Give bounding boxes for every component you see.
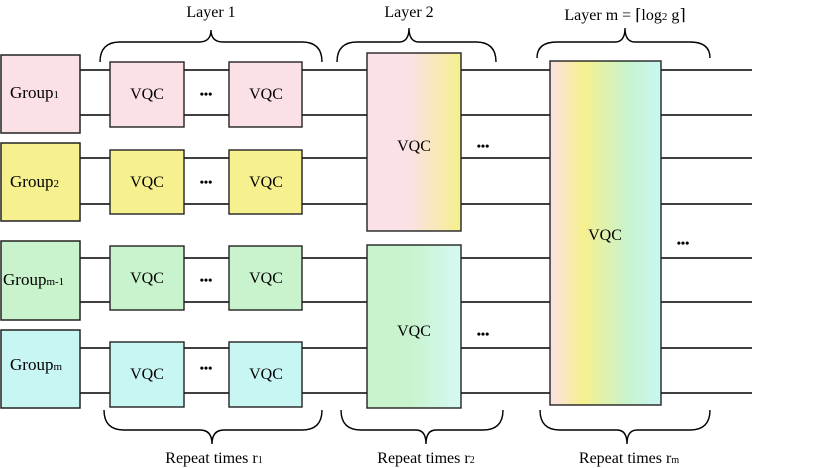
vqc-box-layer-m [549, 60, 662, 406]
group-label-m: Groupm [10, 355, 62, 374]
vqc-box [109, 149, 185, 215]
vqc-box [228, 61, 303, 128]
ellipsis: ••• [200, 87, 213, 101]
vqc-box [228, 149, 303, 215]
vqc-label: VQC [130, 174, 164, 191]
layer1-title: Layer 1 [186, 4, 235, 21]
group-labels: Group1 Group2 Groupm-1 Groupm [3, 83, 64, 374]
vqc-box [228, 245, 303, 311]
group-label-m-1: Groupm-1 [3, 270, 64, 289]
layer-m-title: Layer m = ⌈log2 g⌉ [564, 7, 685, 24]
repeat-label-rm: Repeat times rm [579, 450, 679, 467]
layer2-title: Layer 2 [384, 4, 433, 21]
brace-layer2 [336, 27, 497, 63]
ellipsis: ••• [477, 139, 490, 153]
ellipsis: ••• [477, 327, 490, 341]
vqc-box [109, 341, 185, 408]
ellipsis: ••• [200, 361, 213, 375]
ellipsis: ••• [200, 273, 213, 287]
brace-layer-m [536, 27, 711, 59]
bottom-braces [103, 409, 711, 445]
vqc-label: VQC [130, 366, 164, 383]
ellipsis: ••• [200, 175, 213, 189]
vqc-label: VQC [249, 366, 283, 383]
layer1-vqc-boxes [109, 61, 303, 408]
group-box-m [0, 329, 81, 409]
repeat-label-r2: Repeat times r2 [377, 450, 474, 467]
repeat-label-r1: Repeat times r1 [165, 450, 262, 467]
vqc-label: VQC [130, 270, 164, 287]
group-box-2 [0, 142, 81, 222]
group-box-m-1 [0, 240, 81, 321]
layer2-vqc-boxes [366, 52, 462, 409]
brace-r2 [340, 409, 504, 445]
group-boxes [0, 54, 81, 409]
brace-rm [539, 409, 711, 445]
vqc-label: VQC [249, 270, 283, 287]
vqc-box [109, 245, 185, 311]
vqc-box [228, 341, 303, 408]
vqc-label: VQC [249, 174, 283, 191]
vqc-label: VQC [249, 86, 283, 103]
vqc-label: VQC [130, 86, 164, 103]
vqc-label: VQC [588, 227, 622, 244]
brace-layer1 [99, 29, 323, 63]
group-box-1 [0, 54, 81, 134]
vqc-label: VQC [397, 138, 431, 155]
vqc-box-layer2-bottom [366, 244, 462, 409]
vqc-box-layer2-top [366, 52, 462, 232]
layer1-ellipses: ••• ••• ••• ••• [200, 87, 213, 375]
group-label-1: Group1 [10, 83, 59, 102]
vqc-box [109, 61, 185, 128]
ellipsis: ••• [677, 236, 690, 250]
brace-r1 [103, 409, 323, 445]
vqc-label: VQC [397, 323, 431, 340]
group-label-2: Group2 [10, 172, 59, 191]
layer1-vqc-labels: VQC VQC VQC VQC VQC VQC VQC VQC [130, 86, 283, 383]
top-braces [99, 27, 711, 63]
